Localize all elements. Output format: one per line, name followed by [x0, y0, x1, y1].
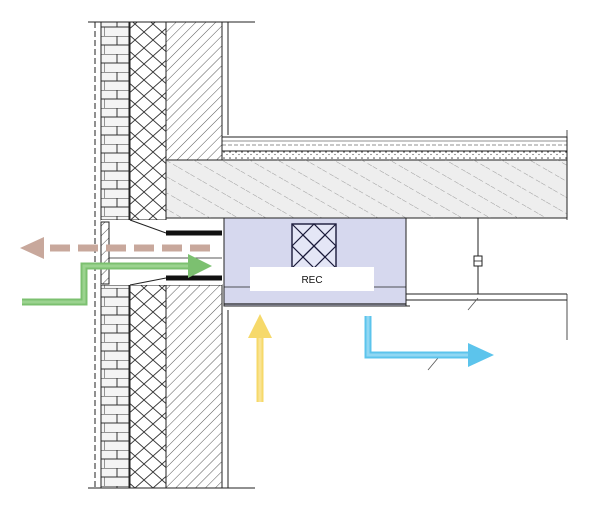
unit-label: REC — [301, 275, 322, 286]
brick-cladding-upper — [100, 21, 130, 221]
brick-cladding-lower — [100, 284, 130, 489]
return-air-arrow — [248, 314, 272, 402]
fresh-air-intake-arrow — [22, 254, 212, 306]
exhaust-air-arrow — [20, 237, 210, 259]
screed-layer — [221, 150, 568, 161]
wall-penetration — [100, 219, 222, 286]
exterior-wall — [88, 21, 255, 490]
floor-finish — [221, 136, 568, 152]
floor-slab — [165, 130, 568, 220]
suspended-ceiling — [224, 218, 568, 371]
unit-label-box — [250, 267, 374, 291]
supply-air-arrow — [364, 316, 494, 367]
ventilation-unit: REC — [223, 217, 407, 307]
external-louvre — [100, 221, 110, 285]
